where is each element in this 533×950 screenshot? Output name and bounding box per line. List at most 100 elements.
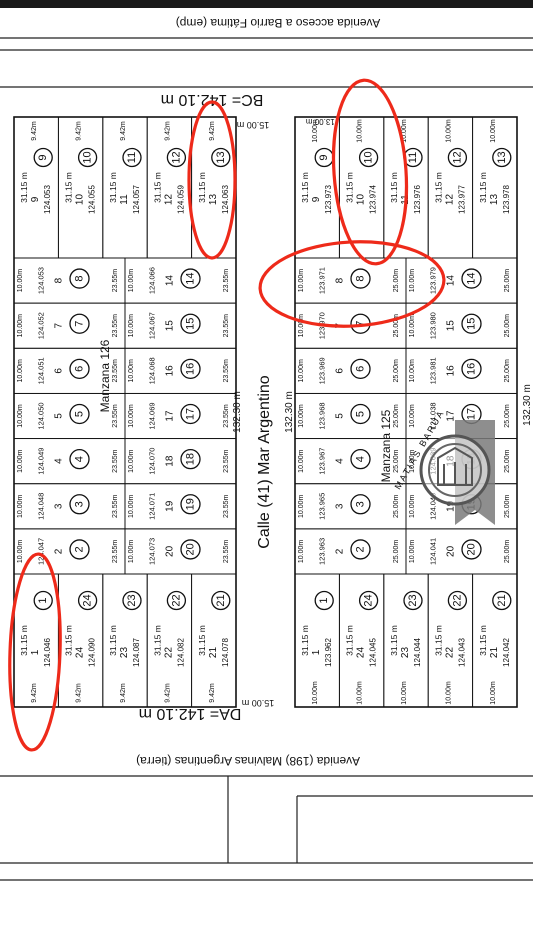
- lot-label: 15: [446, 320, 457, 332]
- lot-label: 12: [444, 194, 455, 206]
- lot-depth: 25.00m: [504, 359, 511, 383]
- lot-label: 2: [335, 548, 346, 554]
- lot-id: 123.969: [318, 357, 327, 384]
- lot-boundary: [13, 257, 126, 304]
- lot-10-circle: [358, 147, 379, 168]
- watermark-building-icon: [437, 446, 473, 486]
- lot-label: 21: [208, 647, 219, 659]
- lot-19-number: 19: [185, 498, 197, 510]
- lot-1-circle: [33, 590, 53, 611]
- lot-id: 124.046: [43, 637, 52, 666]
- avenue-bottom-label: Avenida (198) Malvinas Argentinas (tierr…: [136, 754, 360, 768]
- lot-width: 9.42m: [76, 121, 83, 141]
- lot-5-circle: [350, 403, 371, 425]
- lot-16-number: 16: [185, 363, 197, 375]
- annotations: [8, 78, 446, 752]
- lot-label: 8: [54, 277, 65, 283]
- lot-boundary: [294, 528, 407, 575]
- lot-22-circle: [447, 590, 468, 611]
- lot-23-circle: [122, 590, 142, 611]
- lot-width: 9.42m: [120, 683, 127, 703]
- lot-20-number: 20: [466, 543, 478, 555]
- lot-1-circle: [314, 590, 334, 611]
- lot-length: 31.15 m: [197, 172, 207, 203]
- dimension-bc: BC= 142.10 m: [161, 91, 264, 108]
- lot-10-number: 10: [82, 151, 94, 163]
- lot-label: 14: [446, 275, 457, 287]
- lot-18-circle: [180, 448, 201, 470]
- lot-depth: 23.55m: [112, 269, 119, 293]
- lot-15-number: 15: [466, 318, 478, 330]
- highlight-lot-8-m125: [258, 240, 446, 328]
- lot-id: 124.082: [176, 637, 185, 666]
- lot-width: 10.00m: [409, 404, 416, 428]
- lot-5-circle: [69, 403, 90, 425]
- lot-width: 10.00m: [128, 359, 135, 383]
- lot-3-number: 3: [355, 501, 367, 507]
- lot-width: 10.00m: [298, 359, 305, 383]
- lot-depth: 25.00m: [393, 494, 400, 518]
- lot-length: 31.15 m: [478, 625, 488, 656]
- lot-label: 10: [75, 194, 86, 206]
- lot-width: 10.00m: [357, 681, 364, 705]
- lot-id: 123.974: [369, 184, 378, 213]
- lot-width: 9.42m: [76, 683, 83, 703]
- lot-width: 10.00m: [490, 119, 497, 143]
- street-width-top: 15.00 m: [237, 120, 270, 130]
- lot-depth: 25.00m: [393, 540, 400, 564]
- lot-9-number: 9: [37, 154, 49, 160]
- lot-8-number: 8: [74, 276, 86, 282]
- lot-boundary: [405, 257, 518, 304]
- lot-boundary: [124, 392, 237, 440]
- lot-label: 17: [165, 410, 176, 422]
- lot-boundary: [124, 483, 237, 530]
- lot-depth: 25.00m: [504, 449, 511, 473]
- lot-11-number: 11: [407, 152, 419, 163]
- lot-label: 19: [446, 500, 457, 512]
- lot-depth: 23.55m: [223, 494, 230, 518]
- lot-width: 9.42m: [31, 683, 38, 703]
- lot-depth: 23.55m: [223, 314, 230, 338]
- lot-6-number: 6: [74, 366, 86, 372]
- lot-depth: 25.00m: [393, 449, 400, 473]
- lot-width: 10.00m: [128, 494, 135, 518]
- lot-depth: 25.00m: [393, 404, 400, 428]
- lot-8-circle: [350, 268, 371, 289]
- lot-id: 124.073: [148, 538, 157, 565]
- block-length-label-b: 132.30 m: [284, 391, 295, 433]
- lot-id: 124.090: [88, 637, 97, 666]
- lot-id: 124.070: [148, 448, 157, 475]
- lot-boundary: [124, 257, 237, 304]
- lot-id: 123.980: [429, 312, 438, 339]
- lot-1-number: 1: [318, 597, 330, 603]
- lot-id: 123.977: [457, 184, 466, 213]
- lot-label: 7: [54, 322, 65, 328]
- lot-label: 17: [446, 410, 457, 422]
- lot-6-circle: [69, 358, 90, 380]
- lot-24-circle: [358, 590, 379, 611]
- lot-id: 124.059: [176, 184, 185, 213]
- lot-id: 124.087: [132, 637, 141, 666]
- lot-length: 31.15 m: [389, 625, 399, 656]
- lot-id: 124.041: [429, 538, 438, 565]
- lot-id: 124.052: [37, 312, 46, 339]
- lot-24-circle: [77, 590, 98, 611]
- lot-depth: 23.55m: [112, 314, 119, 338]
- lot-id: 124.048: [37, 493, 46, 520]
- lot-12-circle: [166, 147, 187, 168]
- lot-id: 123.976: [413, 184, 422, 213]
- block-name: Manzana 125: [379, 409, 393, 482]
- lot-11-circle: [122, 147, 142, 168]
